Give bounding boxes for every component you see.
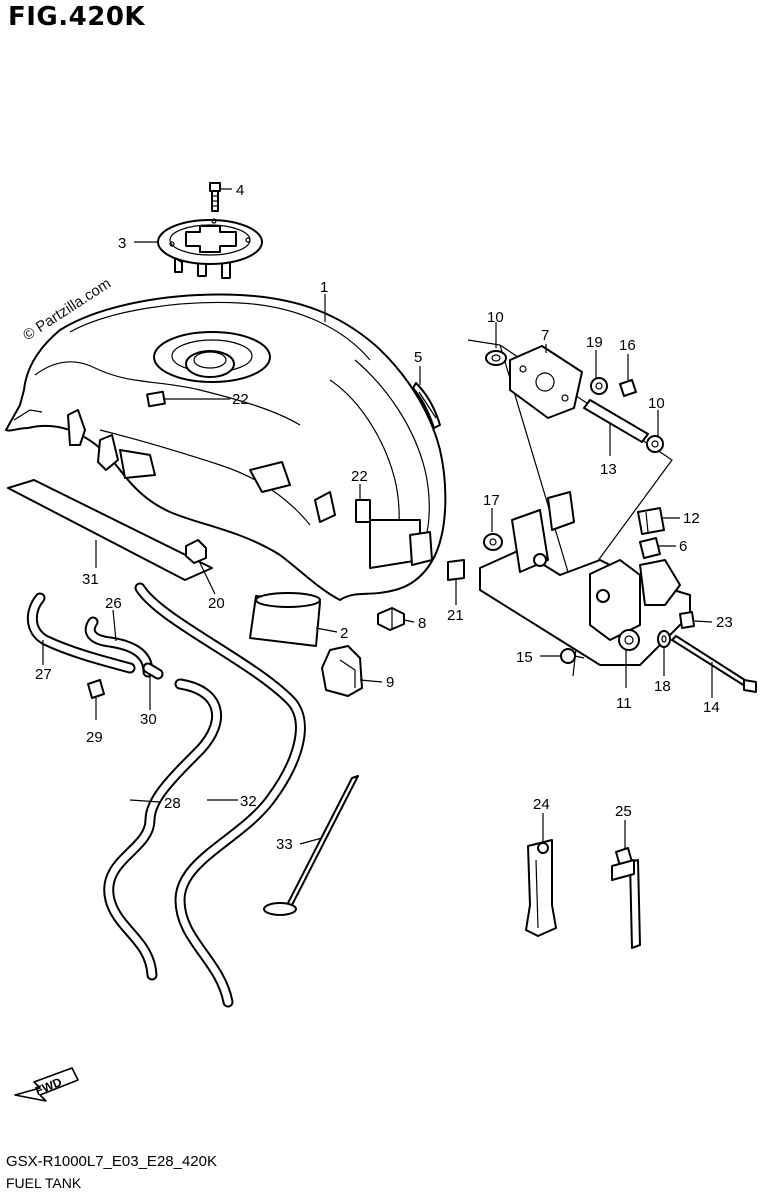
part-5-strip[interactable] [412,382,441,429]
callout-17[interactable]: 17 [483,492,500,509]
callout-18[interactable]: 18 [654,678,671,695]
callout-20[interactable]: 20 [208,595,225,612]
part-14-bolt[interactable] [671,635,757,693]
callout-9[interactable]: 9 [386,674,394,691]
part-17-grommet[interactable] [483,533,503,551]
part-7-plate[interactable] [509,345,583,419]
callout-26[interactable]: 26 [105,595,122,612]
callout-22-a[interactable]: 22 [232,391,249,408]
callout-2[interactable]: 2 [340,625,348,642]
callout-4[interactable]: 4 [236,182,244,199]
part-11-bracket[interactable] [479,491,691,666]
part-15-bolt[interactable] [560,648,585,664]
callout-1[interactable]: 1 [320,279,328,296]
part-13-collar[interactable] [583,399,649,443]
callout-25[interactable]: 25 [615,803,632,820]
callout-27[interactable]: 27 [35,666,52,683]
part-10-grommet-a[interactable] [485,350,507,366]
callout-5[interactable]: 5 [414,349,422,366]
part-10-grommet-b[interactable] [646,435,664,453]
part-3-fuel-cap[interactable] [157,218,263,279]
part-2-cushion-band[interactable] [249,592,321,647]
callout-21[interactable]: 21 [447,607,464,624]
callout-32[interactable]: 32 [240,793,257,810]
callout-10-b[interactable]: 10 [648,395,665,412]
callout-19[interactable]: 19 [586,334,603,351]
part-28-hose[interactable] [103,678,222,981]
callout-14[interactable]: 14 [703,699,720,716]
callout-28[interactable]: 28 [164,795,181,812]
callout-33[interactable]: 33 [276,836,293,853]
callout-10-a[interactable]: 10 [487,309,504,326]
part-12-clip[interactable] [637,507,665,535]
part-26-hose[interactable] [84,616,154,678]
figure-title: FIG.420K [8,2,146,32]
part-32-hose[interactable] [134,582,306,1008]
callout-23[interactable]: 23 [716,614,733,631]
callout-11[interactable]: 11 [616,695,632,712]
callout-30[interactable]: 30 [140,711,157,728]
callout-13[interactable]: 13 [600,461,617,478]
part-31-seal-strip[interactable] [7,479,213,581]
part-6-clip[interactable] [639,537,661,559]
part-19-nut[interactable] [590,377,608,395]
callout-6[interactable]: 6 [679,538,687,555]
part-23-clip[interactable] [679,611,695,629]
callout-labels: 4 3 1 22 22 5 31 20 21 2 8 9 27 26 30 29… [35,182,733,853]
part-25-cable-tie[interactable] [611,847,641,949]
part-29-clamp[interactable] [87,679,105,699]
part-8-clip[interactable] [377,607,405,631]
fwd-label: FWD [33,1075,64,1098]
callout-15[interactable]: 15 [516,649,533,666]
part-30-joint[interactable] [142,662,164,680]
part-16-bolt[interactable] [619,379,637,397]
part-1-fuel-tank[interactable] [5,293,447,601]
callout-12[interactable]: 12 [683,510,700,527]
callout-22-b[interactable]: 22 [351,468,368,485]
part-33-tie-strap[interactable] [263,775,359,916]
part-9-damper[interactable] [321,645,363,697]
part-24-bracket[interactable] [525,839,557,937]
part-27-hose[interactable] [26,592,136,674]
callout-31[interactable]: 31 [82,571,99,588]
callout-24[interactable]: 24 [533,796,550,813]
part-4-bolt[interactable] [209,182,221,212]
part-21-label[interactable] [447,559,465,581]
section-name: FUEL TANK [6,1175,82,1191]
callout-7[interactable]: 7 [541,327,549,344]
callout-16[interactable]: 16 [619,337,636,354]
part-18-washer[interactable] [657,630,671,648]
callout-8[interactable]: 8 [418,615,426,632]
leader-lines [42,188,713,850]
part-20-cushion[interactable] [185,539,207,564]
callout-29[interactable]: 29 [86,729,103,746]
fwd-arrow-icon: FWD [14,1067,79,1102]
model-code: GSX-R1000L7_E03_E28_420K [6,1153,217,1170]
callout-3[interactable]: 3 [118,235,126,252]
